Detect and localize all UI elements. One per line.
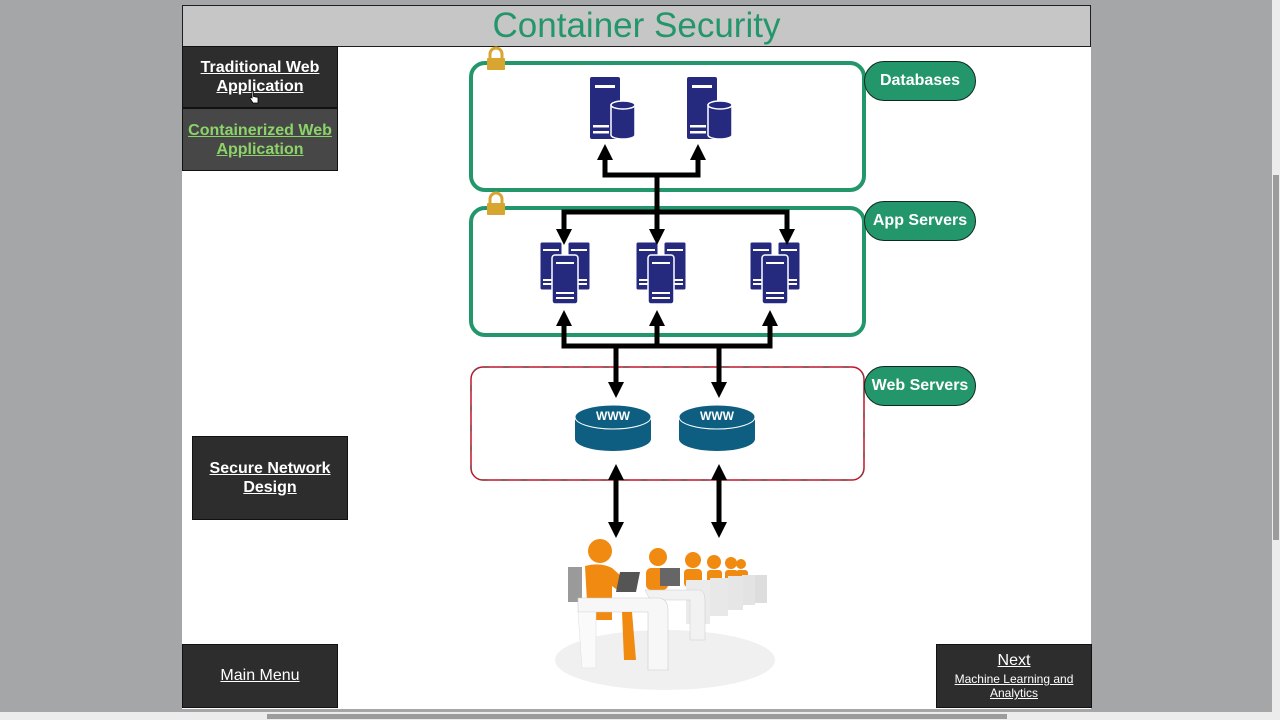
tab-traditional-label: Traditional Web Application [200,59,320,95]
app-servers-label: App Servers [864,201,976,241]
main-menu-button[interactable]: Main Menu [182,644,338,708]
database-tier-box [469,61,866,192]
next-button[interactable]: Next Machine Learning and Analytics [936,644,1092,708]
web-server-text: WWW [700,409,735,423]
tab-containerized-web-application[interactable]: Containerized Web Application [182,108,338,171]
tab-containerized-label: Containerized Web Application [188,121,332,158]
app-to-db-connector [596,143,707,211]
users-to-web-connector [607,463,728,539]
web-servers-label: Web Servers [864,366,976,406]
secure-network-design-button[interactable]: Secure Network Design [192,436,348,520]
title-bar: Container Security [182,5,1091,47]
main-menu-label: Main Menu [220,667,300,684]
page-title: Container Security [492,6,781,45]
hand-cursor-icon [249,90,259,104]
next-topic-label: Machine Learning and Analytics [954,672,1074,700]
web-server-text: WWW [596,409,631,423]
app-server-tier-box [469,206,866,337]
users-at-desks-icon [555,539,775,690]
horizontal-scrollbar-thumb[interactable] [267,714,1007,719]
secure-network-design-label: Secure Network Design [209,460,331,496]
vertical-scrollbar-thumb[interactable] [1273,175,1279,540]
next-label: Next [997,652,1031,669]
tab-traditional-web-application[interactable]: Traditional Web Application [182,46,338,108]
databases-label: Databases [864,61,976,101]
app-tier-inbound-connector [555,209,796,246]
web-to-app-connector [555,309,779,399]
